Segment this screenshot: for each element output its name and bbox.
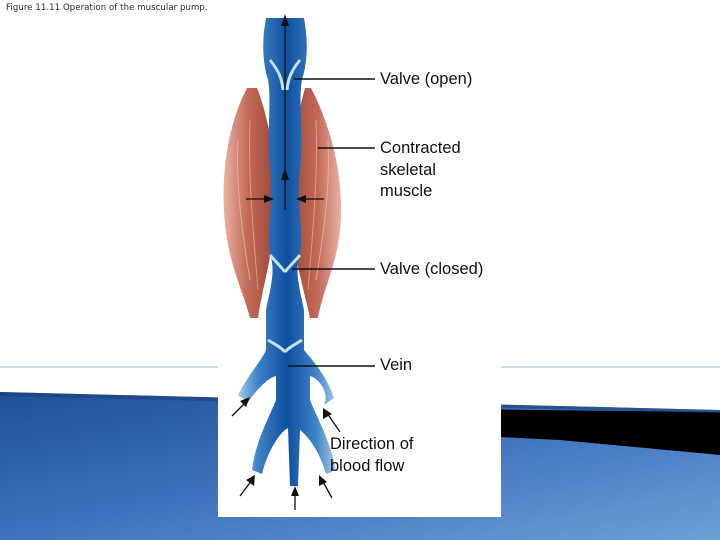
- muscle-squeeze-arrows: [246, 195, 324, 203]
- label-contracted-line2: skeletal: [380, 160, 436, 179]
- label-valve-closed: Valve (closed): [380, 259, 483, 281]
- vein: [238, 18, 336, 486]
- label-direction-blood-flow: Direction of blood flow: [330, 434, 413, 477]
- label-direction-line2: blood flow: [330, 456, 405, 475]
- upward-flow-arrow: [281, 14, 289, 210]
- skeletal-muscle-left: [223, 88, 276, 318]
- label-valve-closed-text: Valve (closed): [380, 260, 484, 278]
- label-direction-line1: Direction of: [330, 435, 414, 453]
- label-valve-open: Valve (open): [380, 69, 472, 91]
- label-vein-text: Vein: [380, 356, 413, 374]
- label-contracted-line3: muscle: [380, 182, 433, 200]
- valve-closed-right-leaflet: [283, 254, 302, 273]
- label-contracted-muscle: Contracted skeletal muscle: [380, 138, 461, 203]
- label-vein: Vein: [380, 355, 412, 377]
- valve-open-left-leaflet: [268, 59, 285, 91]
- inflow-arrows: [231, 397, 341, 510]
- label-contracted-line1: Contracted: [380, 139, 461, 157]
- figure-caption: Figure 11.11 Operation of the muscular p…: [6, 3, 208, 13]
- skeletal-muscle-right: [290, 88, 342, 318]
- label-valve-open-text: Valve (open): [380, 70, 473, 88]
- valve-open-right-leaflet: [285, 59, 302, 91]
